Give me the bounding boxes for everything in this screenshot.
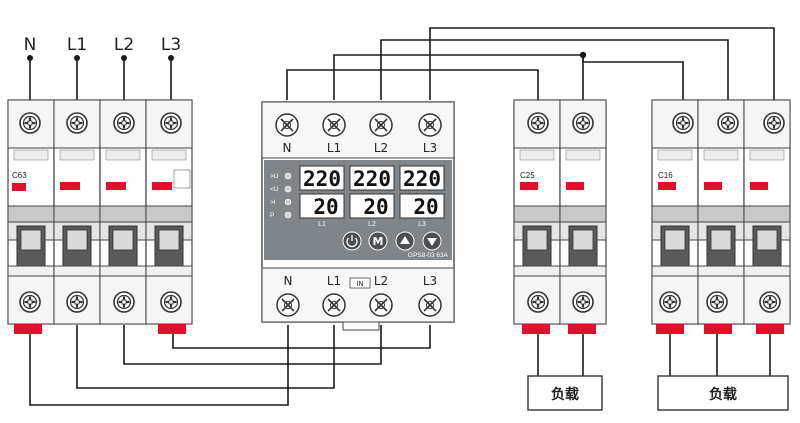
load-box-2: 负载 bbox=[657, 375, 789, 411]
breaker-3p-rating: C16 bbox=[658, 171, 673, 180]
breaker-3p-indicator-a bbox=[658, 182, 676, 190]
wire-top-n bbox=[286, 69, 539, 110]
breaker-3p-indicator-c bbox=[750, 182, 768, 190]
junctions bbox=[27, 51, 587, 61]
indicator-led-i-high bbox=[284, 198, 292, 206]
load-label-1: 负载 bbox=[551, 386, 579, 403]
indicator-led-power bbox=[284, 211, 292, 219]
supply-label-l3: L3 bbox=[161, 35, 181, 55]
protector-top-label-n: N bbox=[283, 141, 292, 155]
main-breaker-indicator-l1 bbox=[60, 182, 80, 190]
supply-dot-l2 bbox=[121, 55, 127, 61]
wire-top-l2 bbox=[380, 39, 729, 110]
breaker-3p-clip-left bbox=[656, 324, 684, 334]
branch-breaker-2p: C25 bbox=[513, 99, 607, 334]
power-button[interactable] bbox=[342, 231, 362, 251]
voltage-current-protector: N L1 L2 L3 >U <U >I P bbox=[261, 101, 455, 331]
mode-button-label: M bbox=[373, 235, 384, 248]
main-breaker-indicator-n bbox=[12, 183, 26, 191]
main-breaker-indicator-l3 bbox=[152, 182, 172, 190]
breaker-3p-indicator-b bbox=[704, 182, 722, 190]
breaker-3p-clip-right bbox=[756, 324, 784, 334]
load-label-2: 负载 bbox=[709, 386, 737, 403]
voltage-display-l3: 220 bbox=[403, 167, 441, 191]
display-phase-l3: L3 bbox=[418, 221, 426, 228]
breaker-2p-indicator-a bbox=[520, 182, 538, 190]
current-display-l1: 20 bbox=[313, 195, 338, 219]
wire-bottom-l3 bbox=[172, 325, 431, 349]
wires bbox=[29, 27, 775, 406]
breaker-2p-rating: C25 bbox=[520, 171, 535, 180]
power-icon bbox=[346, 235, 358, 248]
indicator-u-low: <U bbox=[270, 186, 279, 193]
protector-top-label-l2: L2 bbox=[374, 141, 388, 155]
voltage-display-l2: 220 bbox=[353, 167, 391, 191]
protector-bottom-label-l3: L3 bbox=[423, 274, 437, 288]
voltage-display-l1: 220 bbox=[303, 167, 341, 191]
main-breaker-indicator-l2 bbox=[106, 182, 126, 190]
supply-dot-l1 bbox=[74, 55, 80, 61]
protector-bottom-label-l1: L1 bbox=[327, 274, 341, 288]
in-mark-box bbox=[349, 277, 371, 289]
indicator-u-high: >U bbox=[270, 173, 279, 180]
protector-bottom-label-l2: L2 bbox=[374, 274, 388, 288]
up-button[interactable] bbox=[395, 231, 415, 251]
main-breaker-4p: C63 bbox=[7, 99, 193, 334]
down-arrow-icon bbox=[427, 238, 437, 246]
main-breaker-clip-right bbox=[158, 324, 186, 334]
display-phase-l2: L2 bbox=[368, 221, 376, 228]
in-mark: IN bbox=[357, 281, 364, 288]
supply-label-l1: L1 bbox=[67, 35, 87, 55]
current-display-l3: 20 bbox=[413, 195, 438, 219]
up-arrow-icon bbox=[400, 236, 410, 244]
supply-label-l2: L2 bbox=[114, 35, 134, 55]
wire-bottom-l1 bbox=[76, 325, 335, 389]
down-button[interactable] bbox=[422, 231, 442, 251]
protector-model: GPS8-03 63A bbox=[408, 252, 449, 259]
indicator-led-u-high bbox=[284, 172, 292, 180]
protector-top-label-l3: L3 bbox=[423, 141, 437, 155]
branch-breaker-3p: C16 bbox=[651, 99, 791, 334]
supply-dot-l3 bbox=[168, 55, 174, 61]
supply-label-n: N bbox=[24, 35, 37, 55]
breaker-3p-clip-mid bbox=[704, 324, 732, 334]
protector-top-label-l1: L1 bbox=[327, 141, 341, 155]
protector-bottom-label-n: N bbox=[284, 274, 293, 288]
load-box-1: 负载 bbox=[527, 375, 603, 411]
junction-dot bbox=[579, 51, 587, 59]
main-breaker-rating: C63 bbox=[12, 171, 27, 180]
breaker-2p-indicator-b bbox=[566, 182, 584, 190]
wire-top-l3 bbox=[429, 27, 775, 110]
indicator-led-u-low bbox=[284, 185, 292, 193]
current-display-l2: 20 bbox=[363, 195, 388, 219]
wire-bottom-n bbox=[29, 325, 289, 406]
indicator-i-high: >I bbox=[270, 199, 276, 206]
mode-button[interactable]: M bbox=[368, 231, 388, 251]
breaker-2p-clip-left bbox=[522, 324, 550, 334]
protector-din-clip bbox=[342, 321, 380, 331]
display-phase-l1: L1 bbox=[318, 221, 326, 228]
supply-dot-n bbox=[27, 55, 33, 61]
breaker-2p-clip-right bbox=[568, 324, 596, 334]
indicator-power: P bbox=[270, 212, 274, 219]
main-breaker-clip-left bbox=[14, 324, 42, 334]
wire-bottom-l2 bbox=[123, 325, 382, 365]
